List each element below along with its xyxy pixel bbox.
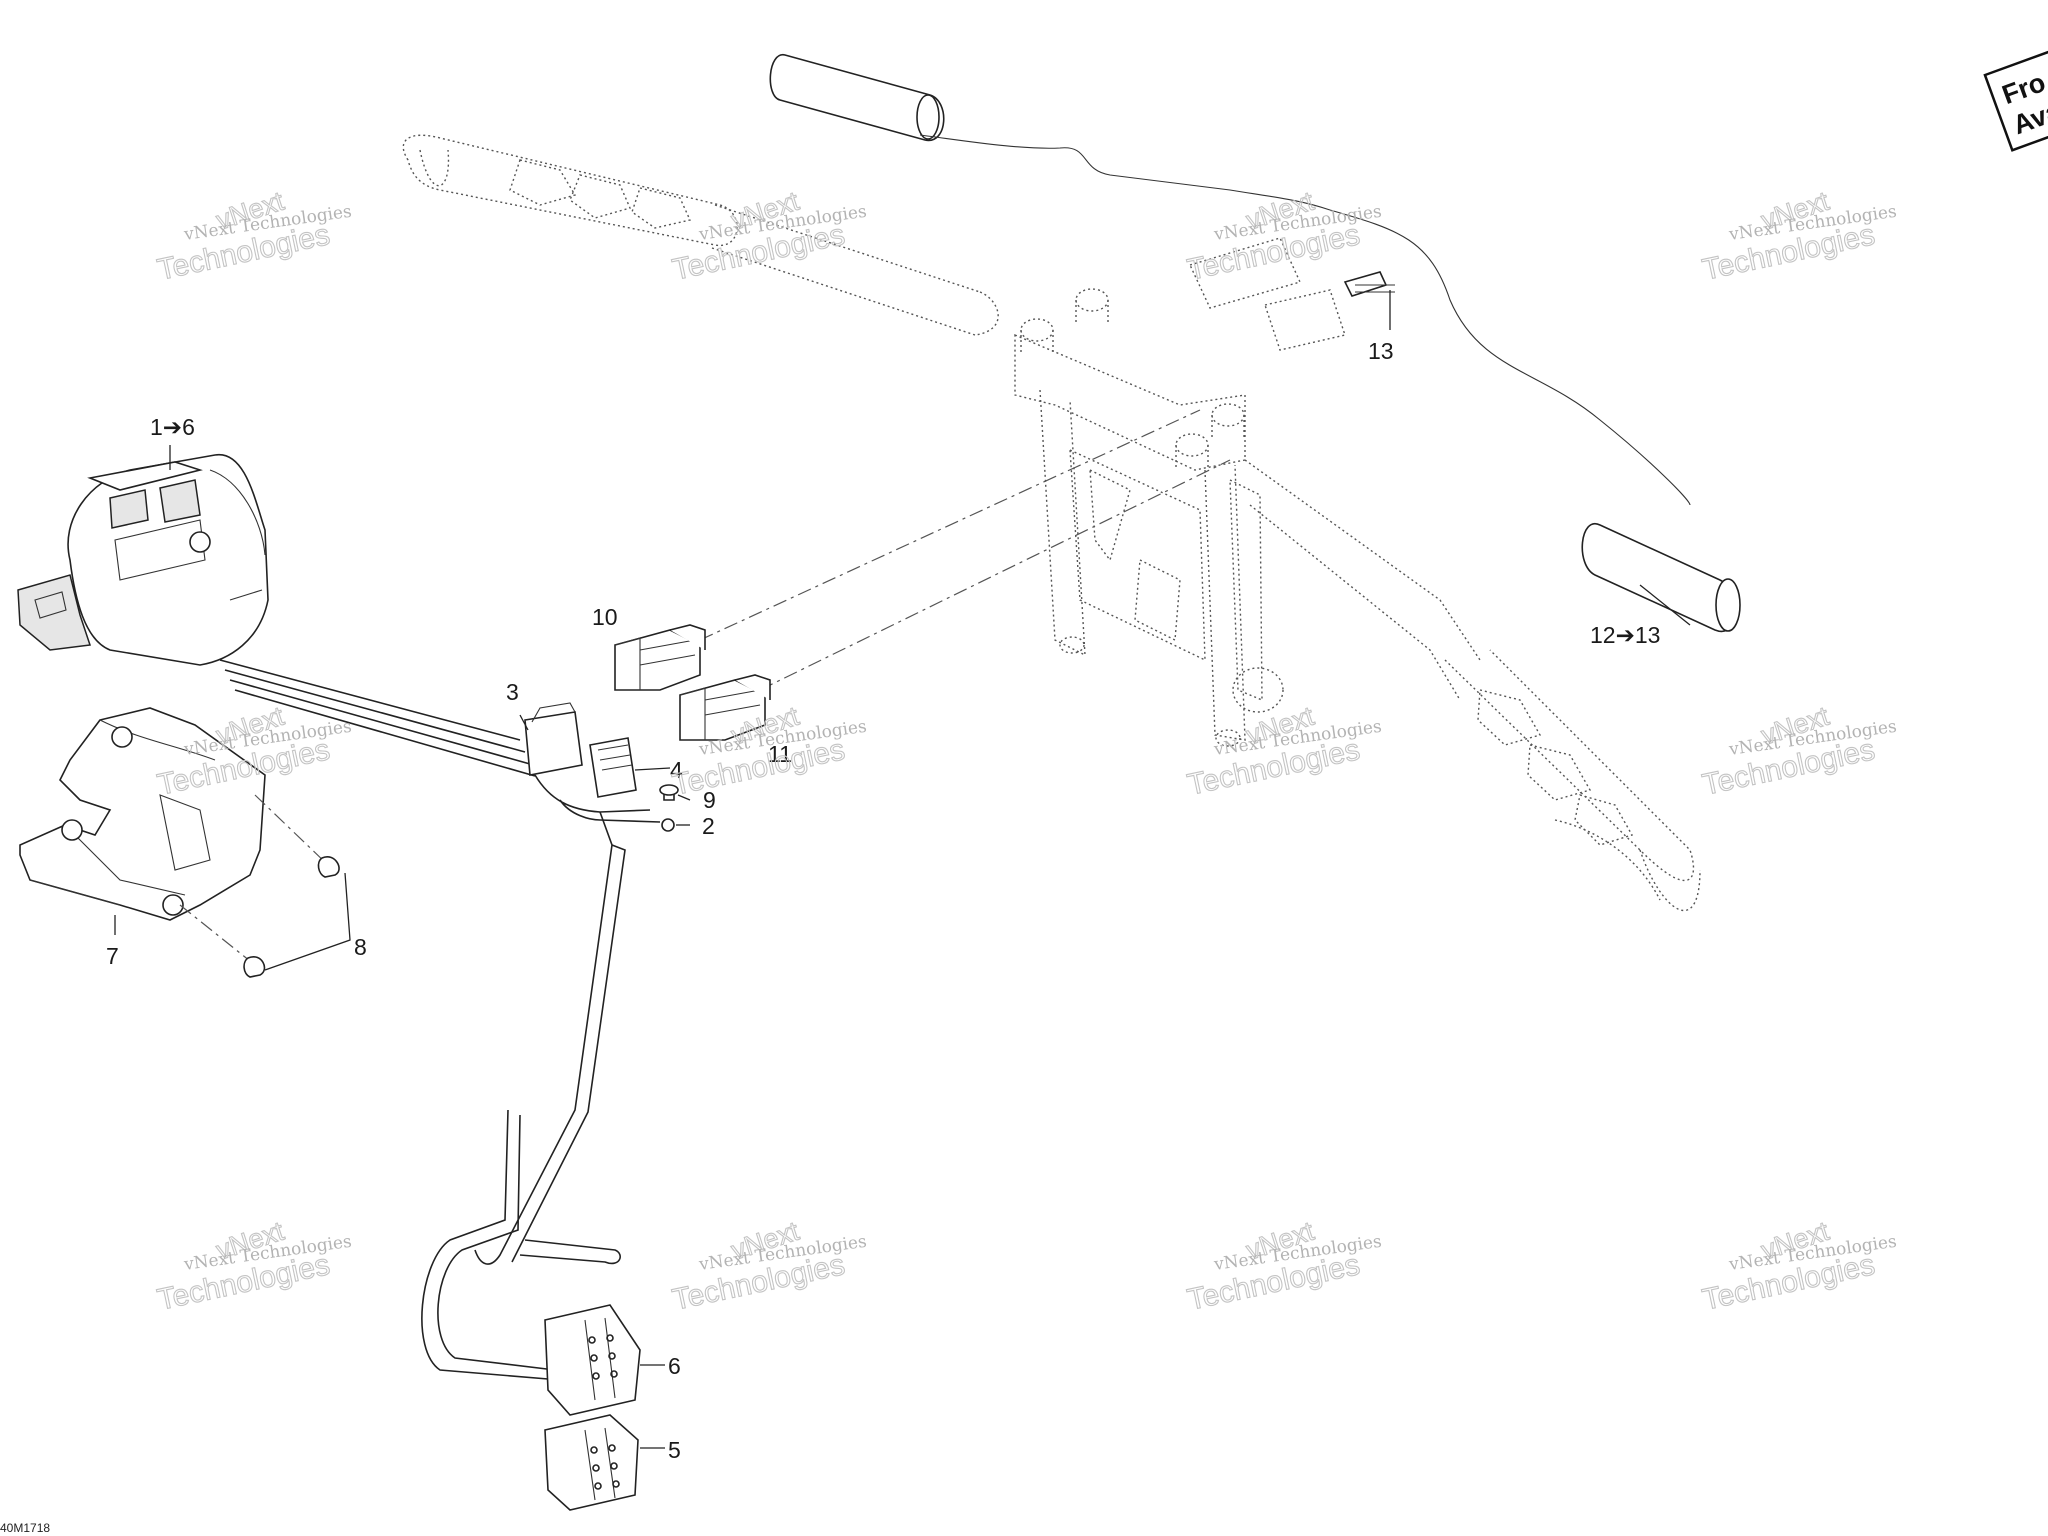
drawing-reference: 40M1718 <box>0 1521 50 1535</box>
callout-3: 3 <box>506 679 519 705</box>
callout-10: 10 <box>592 604 618 630</box>
watermark-1: vNext vNext Technologies Technologies <box>154 185 353 287</box>
callout-4: 4 <box>670 757 683 783</box>
callout-6: 6 <box>668 1353 681 1379</box>
callout-labels: 1➔6 2 3 4 5 6 7 8 9 10 11 12➔13 13 <box>106 338 1660 1463</box>
front-direction-stamp: Fro Ava <box>1983 46 2048 152</box>
heater-element-harness <box>769 54 1741 633</box>
leader-lines <box>114 290 1691 1449</box>
watermark-10: vNext vNext Technologies Technologies <box>669 1215 868 1317</box>
switch-cover <box>19 707 266 921</box>
callout-11: 11 <box>768 741 792 767</box>
harness-connectors <box>421 702 679 1381</box>
callout-9: 9 <box>703 787 716 813</box>
callout-7: 7 <box>106 943 119 969</box>
callout-2: 2 <box>702 813 715 839</box>
watermark-4: vNext vNext Technologies Technologies <box>1699 185 1898 287</box>
callout-5: 5 <box>668 1437 681 1463</box>
watermark-8: vNext vNext Technologies Technologies <box>1699 700 1898 802</box>
lower-connectors <box>544 1304 641 1511</box>
callout-1-6: 1➔6 <box>150 414 195 440</box>
callout-8: 8 <box>354 934 367 960</box>
screws <box>179 794 340 978</box>
watermark-2: vNext vNext Technologies Technologies <box>669 185 868 287</box>
watermark-11: vNext vNext Technologies Technologies <box>1184 1215 1383 1317</box>
callout-12-13: 12➔13 <box>1590 622 1660 648</box>
switch-housing <box>17 454 536 777</box>
watermark-12: vNext vNext Technologies Technologies <box>1699 1215 1898 1317</box>
handlebar-assembly <box>402 134 1701 912</box>
callout-13: 13 <box>1368 338 1394 364</box>
watermark-3: vNext vNext Technologies Technologies <box>1184 185 1383 287</box>
connectors-10-11 <box>614 409 1231 741</box>
watermark-9: vNext vNext Technologies Technologies <box>154 1215 353 1317</box>
